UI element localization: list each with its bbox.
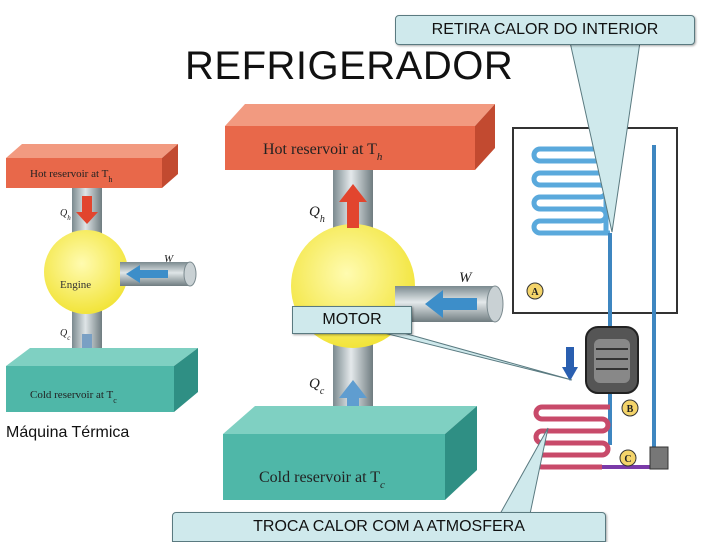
hot-reservoir-front: [225, 126, 475, 170]
w-arrow: [126, 265, 168, 283]
w-label: W: [164, 253, 174, 265]
motor-callout: MOTOR: [292, 306, 412, 334]
label-c: C: [624, 454, 631, 465]
engine-sphere: [44, 230, 128, 314]
hot-reservoir-label: Hot reservoir at Th: [30, 168, 112, 184]
cold-reservoir-front: [223, 434, 445, 500]
w-arrow: [425, 290, 477, 318]
qc-arrow: [339, 380, 367, 428]
qc-label: Qc: [309, 376, 325, 397]
interior-callout: RETIRA CALOR DO INTERIOR: [395, 15, 695, 45]
cold-reservoir-label: Cold reservoir at Tc: [30, 389, 117, 405]
atmosphere-callout: TROCA CALOR COM A ATMOSFERA: [172, 512, 606, 542]
hot-reservoir-top: [225, 104, 495, 126]
heat-engine-diagram: Hot reservoir at Th Qh Engine W Qc Cold …: [6, 144, 198, 412]
qc-label: Qc: [60, 328, 71, 342]
hot-reservoir-top: [6, 144, 178, 158]
qh-label: Qh: [309, 204, 325, 225]
motor-pointer: [379, 331, 573, 381]
label-c-badge: [619, 449, 637, 467]
label-b: B: [627, 404, 634, 415]
heat-engine-caption: Máquina Térmica: [6, 424, 130, 441]
atmosphere-pointer: [499, 427, 549, 515]
cold-reservoir-label: Cold reservoir at Tc: [259, 469, 385, 491]
qh-arrow: [339, 184, 367, 228]
page-title: REFRIGERADOR: [185, 44, 514, 88]
cold-reservoir-front: [6, 366, 174, 412]
cold-reservoir-top: [6, 348, 198, 366]
label-a: A: [531, 287, 539, 298]
engine-label: Engine: [60, 279, 91, 291]
qh-label: Qh: [60, 208, 71, 222]
cold-reservoir-top: [223, 406, 477, 434]
hot-reservoir-label: Hot reservoir at Th: [263, 141, 383, 163]
label-b-badge: [621, 399, 639, 417]
interior-pointer: [569, 41, 641, 233]
qh-arrow: [76, 196, 98, 224]
hot-reservoir-front: [6, 158, 162, 188]
label-a-badge: [526, 282, 544, 300]
flow-arrow: [562, 367, 578, 381]
w-label: W: [459, 270, 473, 286]
